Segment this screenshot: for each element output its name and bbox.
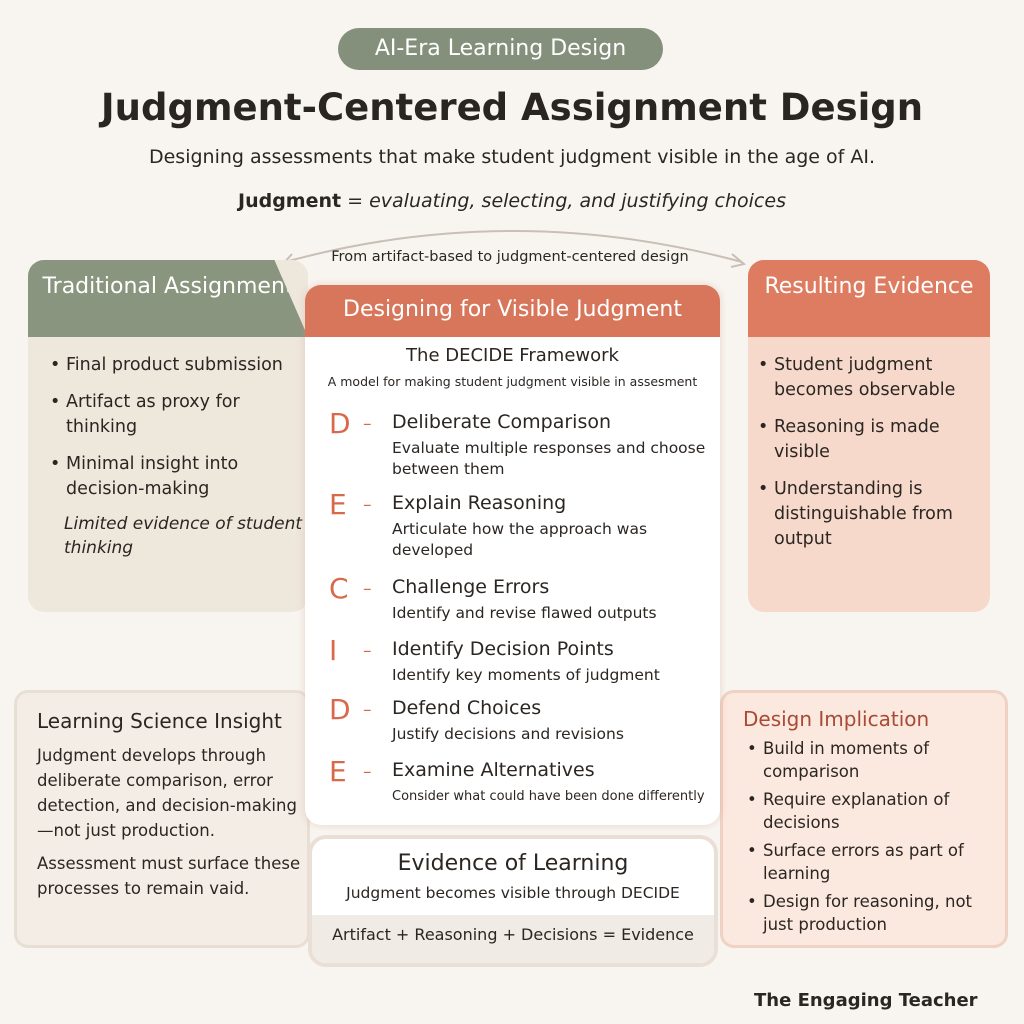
step-description: Evaluate multiple responses and choose b… [392,439,706,478]
judgment-definition: Judgment = evaluating, selecting, and ju… [0,190,1024,212]
insight-paragraph: Judgment develops through deliberate com… [37,746,297,840]
list-item: Minimal insight into decision-making [46,452,298,502]
step-description: Identify key moments of judgment [392,666,660,684]
step-name: Identify Decision Points [392,638,614,660]
dash-icon: – [363,762,372,782]
list-item: Final product submission [46,353,298,378]
evidence-of-learning-card: Evidence of Learning Judgment becomes vi… [308,835,718,967]
resulting-list: Student judgment becomes observable Reas… [748,337,990,552]
definition-term: Judgment [238,190,342,212]
page-title: Judgment-Centered Assignment Design [100,86,924,129]
evidence-subtitle: Judgment becomes visible through DECIDE [346,884,680,902]
step-description: Justify decisions and revisions [392,725,624,743]
evidence-title: Evidence of Learning [397,851,629,876]
framework-title: The DECIDE Framework [406,345,619,366]
step-letter: C [329,572,349,605]
page-subtitle: Designing assessments that make student … [148,146,876,168]
traditional-note: Limited evidence of student thinking [64,514,303,558]
learning-science-insight-card: Learning Science Insight Judgment develo… [14,690,310,948]
list-item: Student judgment becomes observable [754,353,980,403]
category-pill: AI-Era Learning Design [338,28,663,70]
evidence-formula: Artifact + Reasoning + Decisions = Evide… [312,915,714,963]
resulting-evidence-card: Resulting Evidence Student judgment beco… [748,260,990,612]
step-description: Consider what could have been done diffe… [392,789,705,804]
traditional-header: Traditional Assignment [28,260,308,337]
step-letter: D [329,693,351,726]
list-item: Build in moments of comparison [743,737,1005,783]
step-letter: D [329,407,351,440]
design-implication-card: Design Implication Build in moments of c… [720,690,1008,948]
insight-paragraph: Assessment must surface these processes … [37,854,301,898]
definition-equals: = [341,190,370,212]
list-item: Design for reasoning, not just productio… [743,890,1005,936]
step-name: Deliberate Comparison [392,411,612,433]
list-item: Understanding is distinguishable from ou… [754,477,980,552]
step-name: Challenge Errors [392,576,550,598]
step-letter: I [329,634,338,667]
step-letter: E [329,755,347,788]
brand-name: The Engaging Teacher [754,990,978,1011]
traditional-assignment-card: Traditional Assignment Final product sub… [28,260,308,612]
dash-icon: – [363,495,372,515]
step-name: Examine Alternatives [392,759,595,781]
center-header: Designing for Visible Judgment [305,285,720,337]
dash-icon: – [363,414,372,434]
implication-list: Build in moments of comparison Require e… [743,737,1005,936]
decide-framework-card: Designing for Visible Judgment The DECID… [305,285,720,825]
step-description: Articulate how the approach was develope… [392,520,648,559]
traditional-list: Final product submission Artifact as pro… [28,337,308,502]
list-item: Artifact as proxy for thinking [46,390,298,440]
definition-text: evaluating, selecting, and justifying ch… [369,190,786,212]
dash-icon: – [363,641,372,661]
step-name: Explain Reasoning [392,492,567,514]
resulting-header: Resulting Evidence [748,260,990,337]
list-item: Surface errors as part of learning [743,839,1005,885]
transition-label: From artifact-based to judgment-centered… [331,249,689,265]
framework-subtitle: A model for making student judgment visi… [327,374,698,389]
insight-title: Learning Science Insight [37,709,282,733]
implication-title: Design Implication [743,707,930,731]
list-item: Require explanation of decisions [743,788,1005,834]
step-letter: E [329,488,347,521]
dash-icon: – [363,700,372,720]
step-name: Defend Choices [392,697,542,719]
dash-icon: – [363,579,372,599]
step-description: Identify and revise flawed outputs [392,604,657,622]
list-item: Reasoning is made visible [754,415,980,465]
